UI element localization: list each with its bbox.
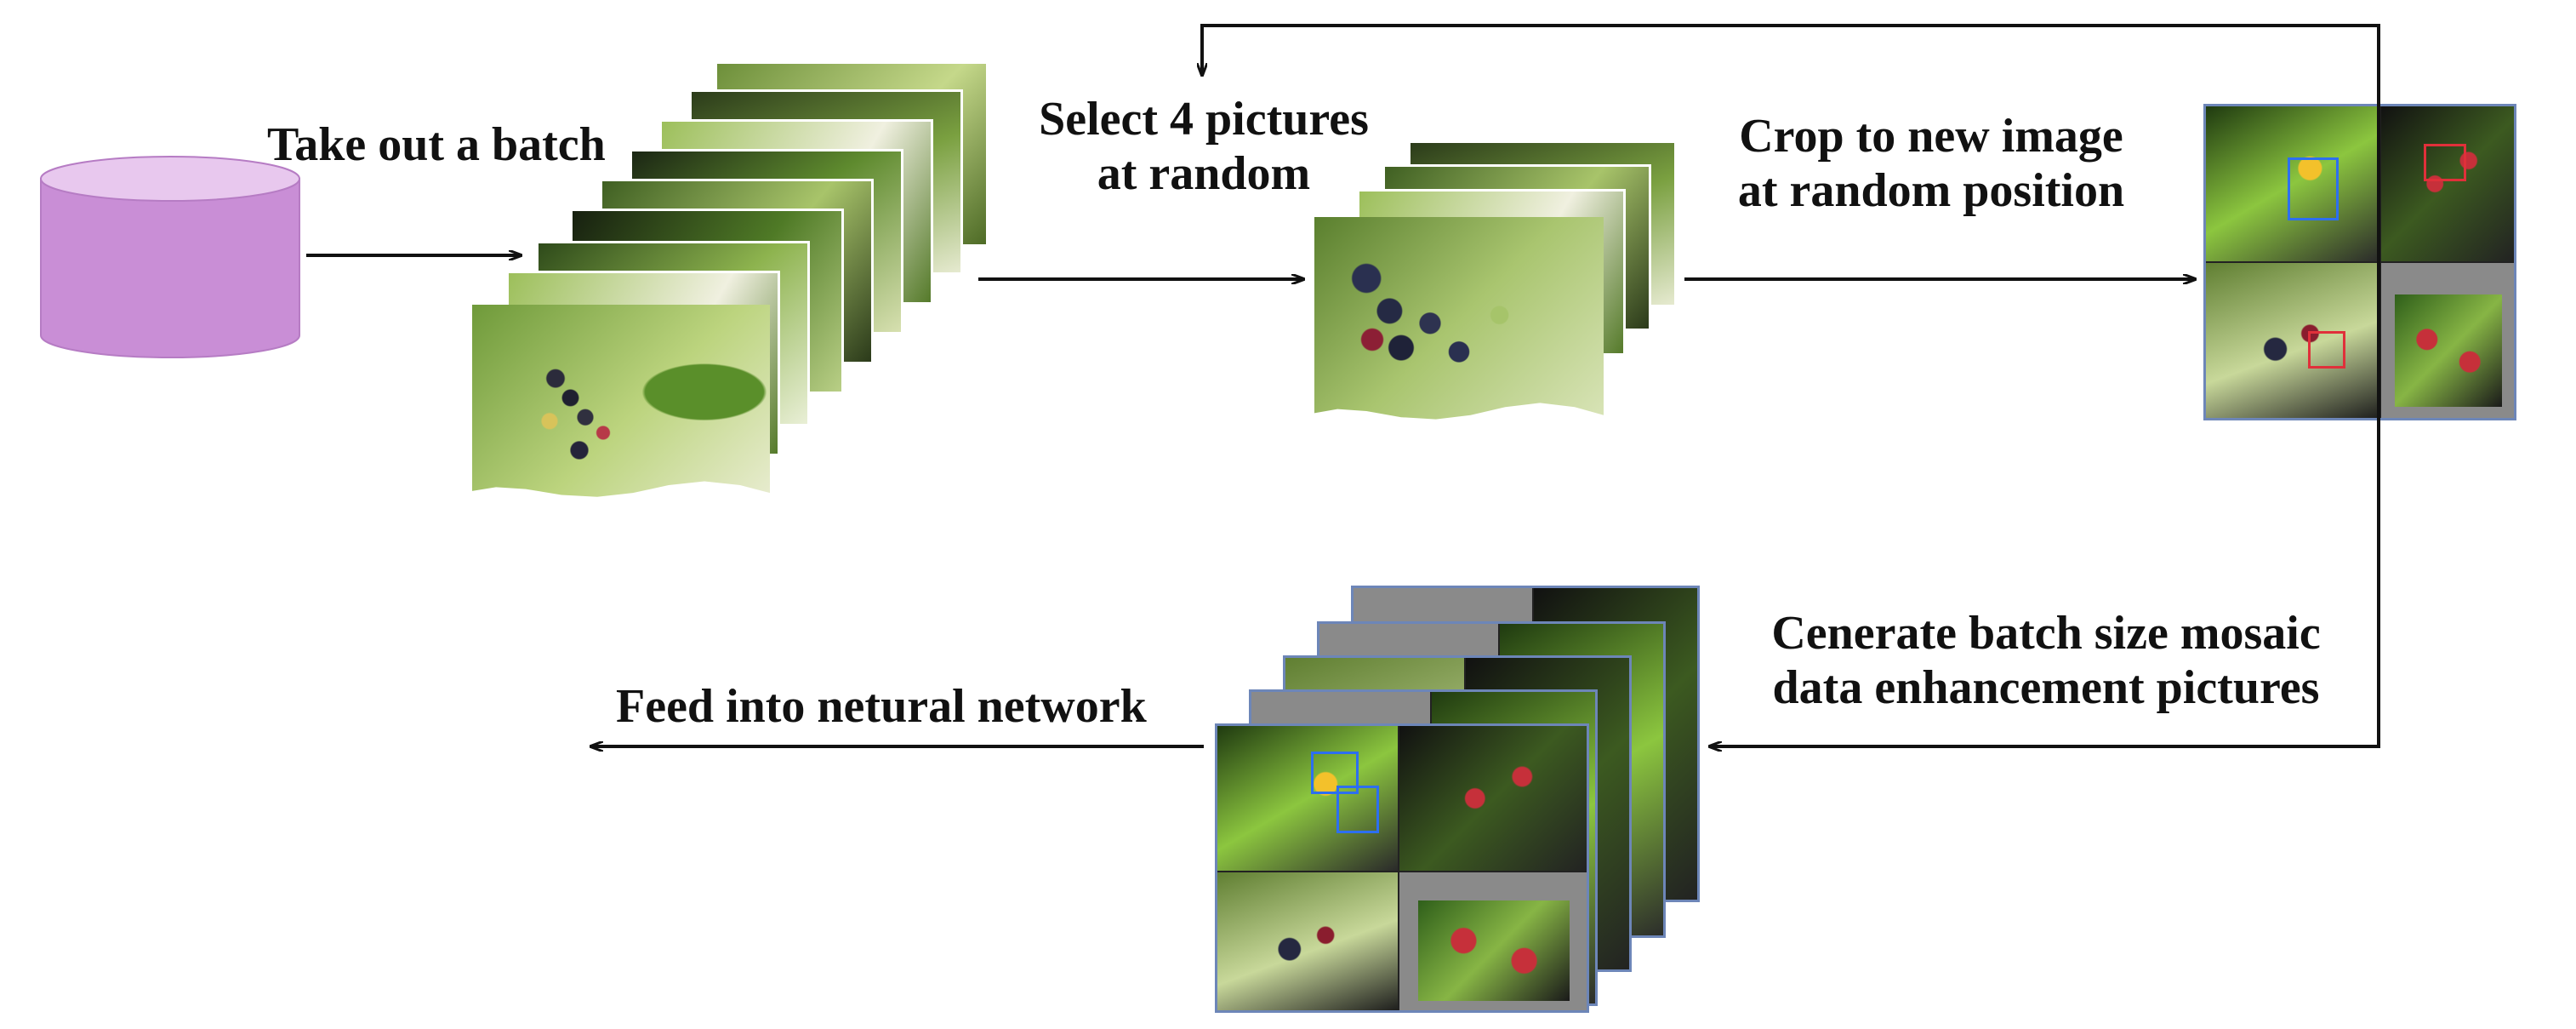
mosaic-tile [2381,106,2514,261]
mosaic-batch-image-front [1215,723,1589,1013]
selected-photo-front [1314,217,1604,420]
bounding-box [1336,786,1379,833]
generate-mosaic-label: Cenerate batch size mosaic data enhancem… [1714,606,2378,715]
mosaic-inner-photo [2394,294,2503,408]
arrow-to-generate [1710,420,2380,746]
mosaic-tile [1399,872,1587,1010]
mosaic-result-image [2203,104,2516,420]
mosaic-tile [2381,263,2514,418]
arrow-loop-back [1202,24,2380,420]
mosaic-tile [2206,263,2379,418]
bounding-box [1311,752,1359,794]
select-pictures-label: Select 4 pictures at random [1000,92,1408,201]
mosaic-tile [1217,872,1398,1010]
mosaic-tile [2206,106,2379,261]
crop-line2: at random position [1737,164,2125,217]
take-batch-label: Take out a batch [267,118,606,171]
bounding-box [2308,331,2345,369]
generate-line2: data enhancement pictures [1772,661,2320,714]
database-cylinder-icon [40,156,300,358]
mosaic-inner-photo [1418,900,1570,1001]
select-pictures-line1: Select 4 pictures [1039,93,1369,146]
bounding-box [2288,157,2339,220]
batch-photo-front [472,305,770,497]
mosaic-tile [1217,726,1398,871]
crop-label: Crop to new image at random position [1693,109,2169,218]
crop-line1: Crop to new image [1739,110,2123,163]
feed-network-label: Feed into netural network [616,680,1147,733]
mosaic-tile [1399,726,1587,871]
bounding-box [2424,144,2466,181]
select-pictures-line2: at random [1097,147,1311,200]
generate-line1: Cenerate batch size mosaic [1771,607,2321,660]
